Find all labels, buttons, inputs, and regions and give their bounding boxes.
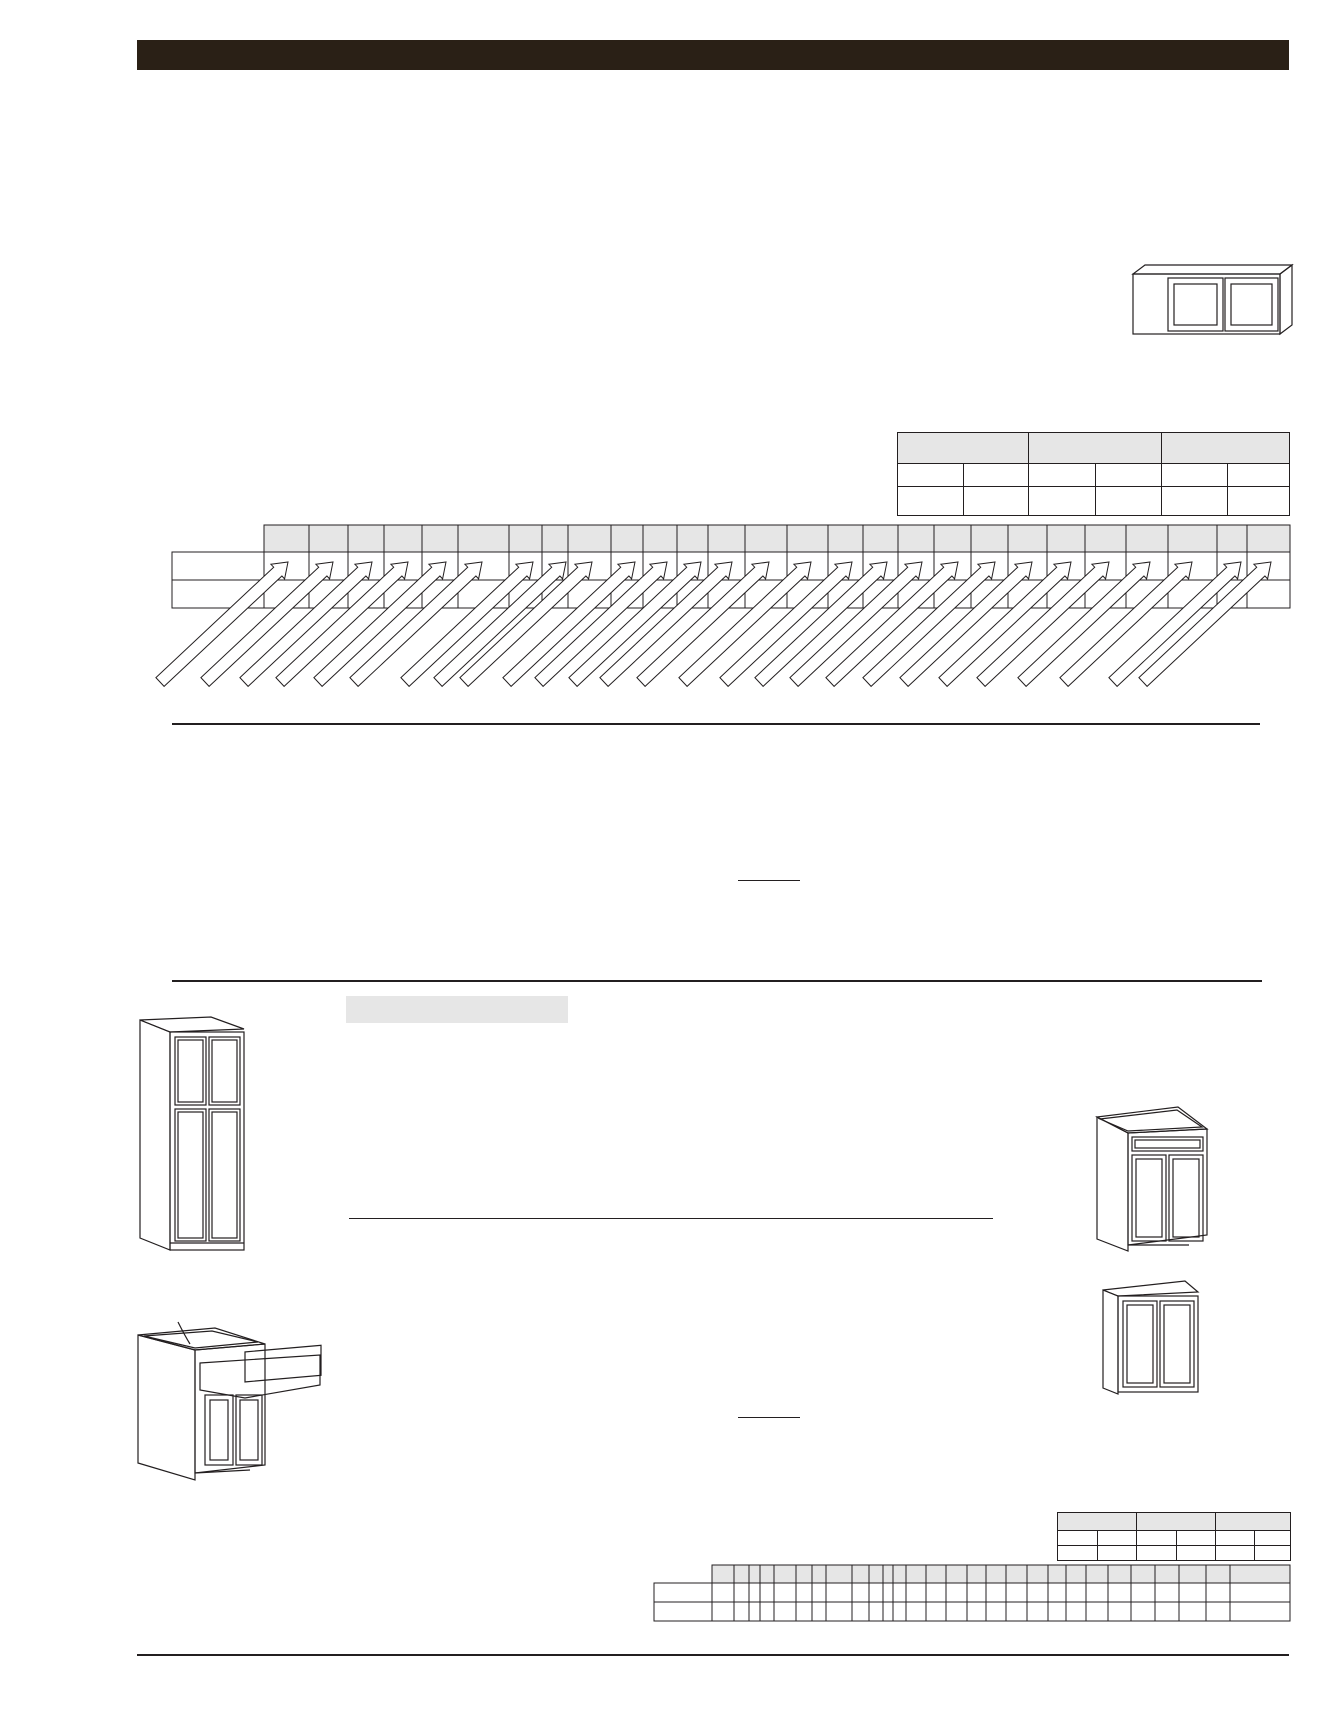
bottom-size-table-grid [653,1564,1291,1622]
footer-rule [137,1654,1289,1656]
bottom-table-group-3 [1215,1512,1291,1531]
bottom-table-group-1 [1057,1512,1137,1531]
diagonal-arrow [534,561,668,688]
bottom-small-table [1057,1512,1291,1561]
diagonal-arrow [789,561,923,688]
diagonal-arrow [599,561,733,688]
bottom-size-table [653,1564,1291,1623]
bottom-table-cell [1057,1545,1098,1561]
diagonal-arrow [200,561,334,688]
diagonal-arrow [1108,561,1242,688]
drawer-base-cabinet-icon [137,1321,322,1481]
diagonal-arrow [155,561,289,688]
divider-3 [349,1218,993,1219]
bottom-table-cell [1254,1530,1291,1546]
underline-2 [738,1417,800,1418]
bottom-table-cell [1097,1545,1137,1561]
wall-cabinet-drawing [1131,263,1294,336]
bottom-table-cell [1176,1530,1216,1546]
bottom-table-group-2 [1136,1512,1216,1531]
top-table-cell [1161,486,1228,516]
bottom-table-cell [1215,1530,1255,1546]
bottom-table-cell [1215,1545,1255,1561]
pantry-cabinet-icon [139,1016,245,1251]
diagonal-arrow [719,561,853,688]
diagonal-arrow [636,561,770,688]
bottom-table-cell [1136,1530,1177,1546]
bottom-table-cell [1136,1545,1177,1561]
diagonal-arrow [313,561,447,688]
diagonal-arrow [976,561,1110,688]
diagonal-arrow [502,561,636,688]
diagonal-arrow [349,561,483,688]
diagonal-arrow [400,561,534,688]
diagonal-arrow [568,561,702,688]
top-table-cell [1227,486,1290,516]
diagonal-arrow [459,561,593,688]
base-cabinet-icon [1094,1106,1209,1252]
top-table-group-1 [897,432,1029,464]
diagonal-arrow [862,561,996,688]
diagonal-arrow [1017,561,1151,688]
diagonal-arrow [678,561,812,688]
wall-cabinet-small-icon [1102,1280,1200,1395]
bottom-table-cell [1057,1530,1098,1546]
section-label [346,996,568,1023]
diagonal-arrow [1059,561,1193,688]
size-table-grid [171,524,1291,609]
top-table-cell [897,463,964,487]
divider-2 [172,980,1262,982]
diagonal-arrow [239,561,373,688]
top-table-cell [963,486,1029,516]
divider-1 [172,723,1260,725]
diagonal-arrow [433,561,567,688]
diagonal-arrow [938,561,1072,688]
diagonal-arrow [754,561,888,688]
underline-1 [738,880,800,881]
bottom-size-header-bg [711,1564,1291,1584]
header-bar [137,40,1289,70]
diagonal-arrow [275,561,409,688]
size-table [171,524,1291,609]
diagonal-arrow [1138,561,1272,688]
bottom-table-cell [1254,1545,1291,1561]
top-table [897,432,1290,516]
diagonal-arrow [899,561,1033,688]
diagonal-arrow [825,561,959,688]
bottom-table-cell [1176,1545,1216,1561]
bottom-table-cell [1097,1530,1137,1546]
top-table-cell [1095,486,1162,516]
top-table-cell [1028,486,1096,516]
